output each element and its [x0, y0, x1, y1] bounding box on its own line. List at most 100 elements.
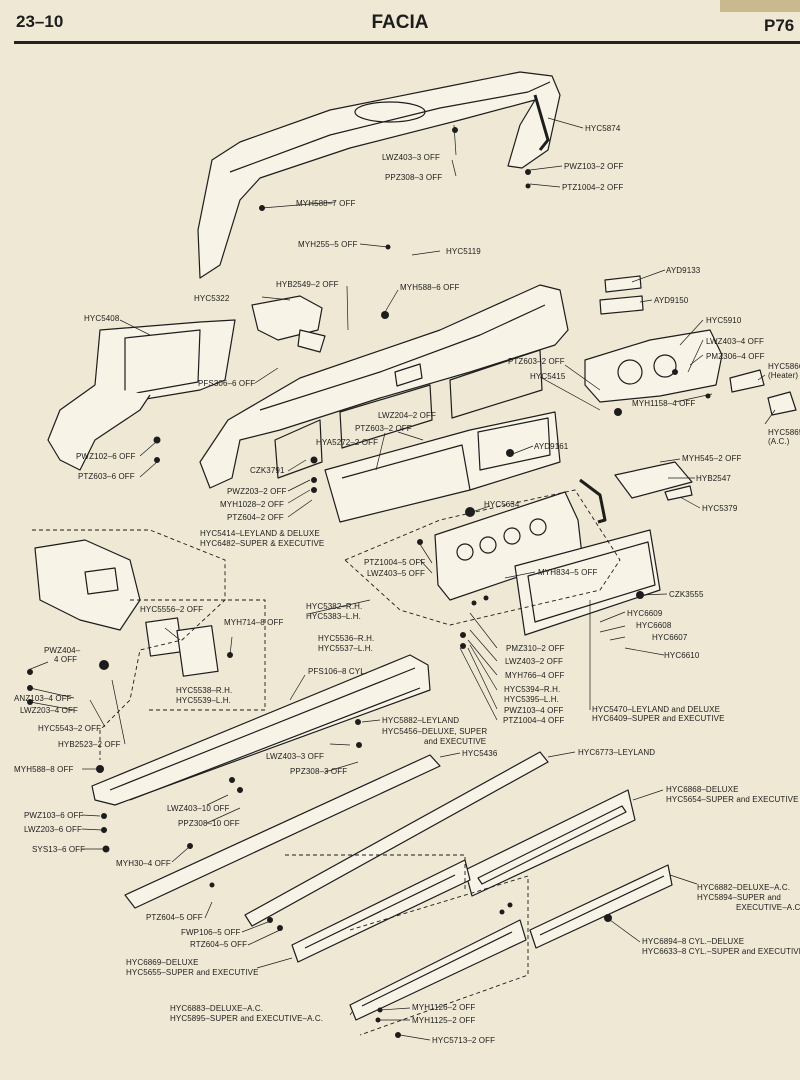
label-ptz603-6: PTZ603–6 OFF: [78, 472, 135, 481]
label-ppz308-3b: PPZ308–3 OFF: [290, 767, 348, 776]
label-ptz1004-2: PTZ1004–2 OFF: [562, 183, 624, 192]
label-hyc6409: HYC6409–SUPER and EXECUTIVE: [592, 714, 725, 723]
label-hyc6610: HYC6610: [664, 651, 700, 660]
label-pwz203-2: PWZ203–2 OFF: [227, 487, 287, 496]
label-hyc5538: HYC5538–R.H.: [176, 686, 233, 695]
glovebox-lid-part: [514, 529, 661, 636]
label-czk3555: CZK3555: [669, 590, 704, 599]
label-myh834: MYH834–5 OFF: [538, 568, 598, 577]
label-ayd9161: AYD9161: [534, 442, 569, 451]
page-number: P76: [764, 16, 795, 35]
crash-pad-part: [197, 71, 561, 279]
label-lwz203-6: LWZ203–6 OFF: [24, 825, 82, 834]
ashtray-part: [579, 461, 693, 524]
label-pwz103-4: PWZ103–4 OFF: [504, 706, 564, 715]
label-myh1158: MYH1158–4 OFF: [632, 399, 696, 408]
label-pwz404-qty: 4 OFF: [54, 655, 78, 664]
label-hyc6882: HYC6882–DELUXE–A.C.: [697, 883, 791, 892]
label-hyc5634: HYC5634: [484, 500, 520, 509]
label-myh766: MYH766–4 OFF: [505, 671, 565, 680]
torn-edge: [720, 0, 800, 12]
label-hyc5866-code: HYC5866: [768, 362, 800, 371]
label-hyc5866: HYC5866(Heater): [768, 362, 800, 380]
label-hyc5713: HYC5713–2 OFF: [432, 1036, 496, 1045]
label-hyc5379: HYC5379: [702, 504, 738, 513]
label-myh1028: MYH1028–2 OFF: [220, 500, 284, 509]
label-hyc6868: HYC6868–DELUXE: [666, 785, 739, 794]
label-pwz102-6: PWZ102–6 OFF: [76, 452, 136, 461]
label-hyc5894b: EXECUTIVE–A.C.: [736, 903, 800, 912]
label-ptz603-2b: PTZ603–2 OFF: [355, 424, 412, 433]
label-myh588-7: MYH588–7 OFF: [296, 199, 356, 208]
label-lwz204-2: LWZ204–2 OFF: [378, 411, 436, 420]
dash-panel-part: [199, 284, 569, 489]
instrument-bezel-part: [324, 411, 561, 523]
label-hyc5470: HYC5470–LEYLAND and DELUXE: [592, 705, 721, 714]
label-hyc5895: HYC5895–SUPER and EXECUTIVE–A.C.: [170, 1014, 324, 1023]
label-hyc6883: HYC6883–DELUXE–A.C.: [170, 1004, 264, 1013]
label-hyc5536: HYC5536–R.H.: [318, 634, 375, 643]
label-pmz306-4: PMZ306–4 OFF: [706, 352, 765, 361]
label-sys13: SYS13–6 OFF: [32, 845, 86, 854]
label-lwz403-3b: LWZ403–3 OFF: [266, 752, 324, 761]
label-hyc6609: HYC6609: [627, 609, 663, 618]
label-pwz404: PWZ404–4 OFF: [44, 646, 80, 664]
label-hyc5415: HYC5415: [530, 372, 566, 381]
label-hyc5543: HYC5543–2 OFF: [38, 724, 102, 733]
leader-lines: [27, 117, 776, 1041]
label-hyb2549: HYB2549–2 OFF: [276, 280, 339, 289]
label-lwz403-3: LWZ403–3 OFF: [382, 153, 440, 162]
label-pwz103-6: PWZ103–6 OFF: [24, 811, 84, 820]
heater-bracket-part: [251, 295, 326, 353]
label-hyb2523: HYB2523–2 OFF: [58, 740, 121, 749]
label-hyc5456b: and EXECUTIVE: [424, 737, 487, 746]
header-rule: [14, 41, 800, 44]
label-lwz403-10: LWZ403–10 OFF: [167, 804, 230, 813]
label-hyc5894: HYC5894–SUPER and: [697, 893, 781, 902]
label-ayd9133: AYD9133: [666, 266, 701, 275]
page-title: FACIA: [371, 12, 429, 33]
label-hyc5539: HYC5539–L.H.: [176, 696, 232, 705]
label-hyc5654: HYC5654–SUPER and EXECUTIVE: [666, 795, 799, 804]
label-rtz604: RTZ604–5 OFF: [190, 940, 248, 949]
label-myh1125: MYH1125–2 OFF: [412, 1016, 476, 1025]
section-number: 23–10: [16, 12, 64, 31]
label-lwz403-2: LWZ403–2 OFF: [505, 657, 563, 666]
label-myh588-6: MYH588–6 OFF: [400, 283, 460, 292]
label-hyc5874: HYC5874: [585, 124, 621, 133]
label-ptz604-2: PTZ604–2 OFF: [227, 513, 284, 522]
label-hyc5537: HYC5537–L.H.: [318, 644, 374, 653]
label-myh545: MYH545–2 OFF: [682, 454, 742, 463]
label-hyc6608: HYC6608: [636, 621, 672, 630]
instrument-cluster-hood-part: [584, 275, 797, 416]
support-rail-part: [91, 654, 431, 806]
label-hyc5865-code: HYC5865: [768, 428, 800, 437]
group-outline: [32, 489, 621, 1036]
label-hyc5865: HYC5865(A.C.): [768, 428, 800, 446]
label-hyc5414: HYC5414–LEYLAND & DELUXE: [200, 529, 320, 538]
label-ptz603-2a: PTZ603–2 OFF: [508, 357, 565, 366]
label-fwp106: FWP106–5 OFF: [181, 928, 241, 937]
label-hyc5322: HYC5322: [194, 294, 230, 303]
heater-box-part: [34, 539, 219, 677]
label-ac: (A.C.): [768, 437, 790, 446]
label-hyc5408: HYC5408: [84, 314, 120, 323]
label-hyc6633: HYC6633–8 CYL.–SUPER and EXECUTIVE: [642, 947, 800, 956]
label-anz103: ANZ103–4 OFF: [14, 694, 72, 703]
label-pfs306-6: PFS306–6 OFF: [198, 379, 256, 388]
label-ptz604-5: PTZ604–5 OFF: [146, 913, 203, 922]
label-czk3791: CZK3791: [250, 466, 285, 475]
label-hyc6773: HYC6773–LEYLAND: [578, 748, 656, 757]
label-hyc6607: HYC6607: [652, 633, 688, 642]
fasteners: [27, 127, 711, 1038]
label-hyb2547: HYB2547: [696, 474, 731, 483]
label-pwz103-2: PWZ103–2 OFF: [564, 162, 624, 171]
label-myh588-8: MYH588–8 OFF: [14, 765, 74, 774]
label-hyc5395: HYC5395–L.H.: [504, 695, 560, 704]
label-hyc5394: HYC5394–R.H.: [504, 685, 561, 694]
label-myh255-5: MYH255–5 OFF: [298, 240, 358, 249]
label-myh1126: MYH1126–2 OFF: [412, 1003, 476, 1012]
label-hyc5556: HYC5556–2 OFF: [140, 605, 204, 614]
glovebox-part: [47, 319, 236, 471]
label-ppz308-3: PPZ308–3 OFF: [385, 173, 443, 182]
